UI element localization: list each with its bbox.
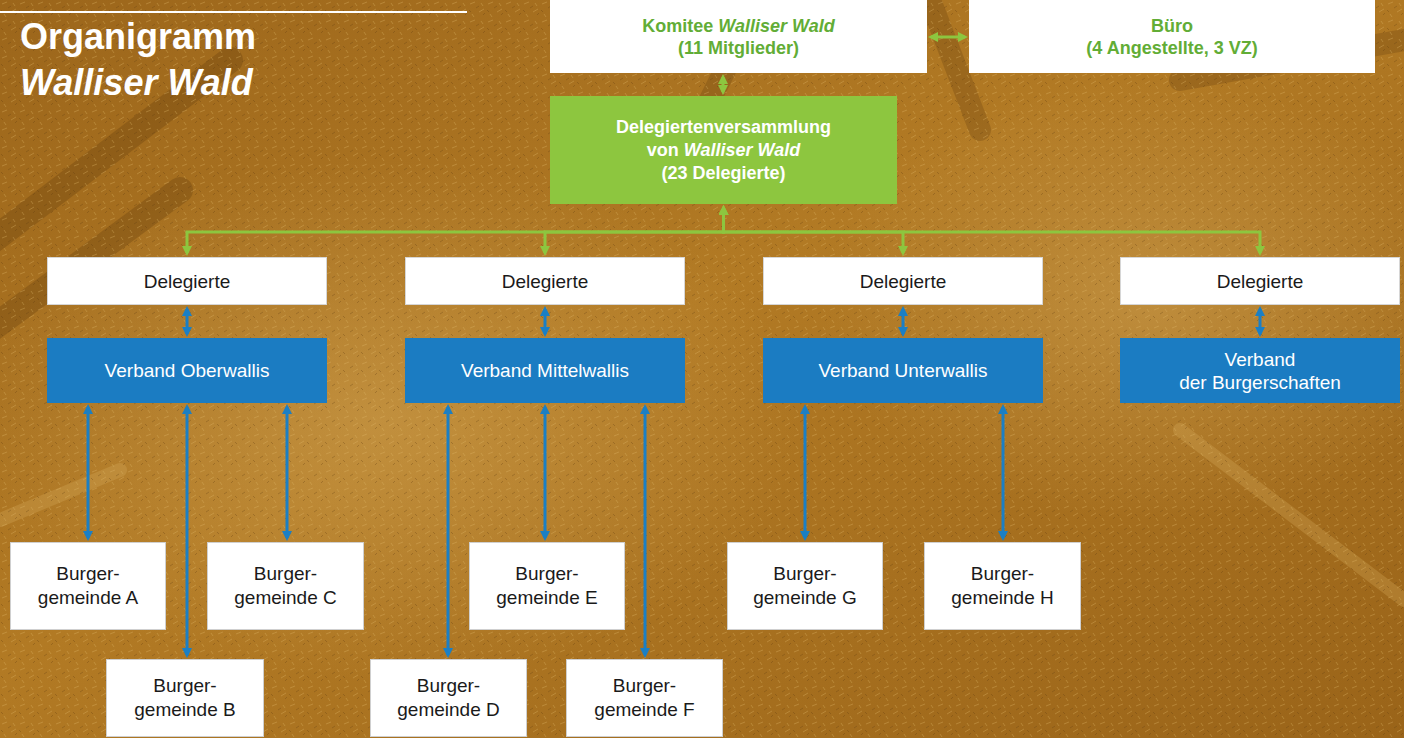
connector-arrow [447,407,450,655]
municipality-box: Burger- gemeinde C [207,542,364,630]
connector-arrow [724,208,1261,253]
connector-arrow [545,208,724,253]
box-label: Burger- gemeinde A [38,562,138,610]
box-label: Verband Mittelwallis [461,359,629,382]
municipality-box: Burger- gemeinde G [727,542,883,630]
connector-arrow [87,407,90,538]
connector-arrow [186,309,189,334]
box-label: Delegiertenversammlung von Walliser Wald… [616,116,831,185]
connector-arrow [544,309,547,334]
connector-arrow [722,77,725,92]
municipality-box: Burger- gemeinde H [924,542,1081,630]
box-label: Delegierte [502,270,589,293]
connector-arrow [286,407,289,538]
box-label: Delegierte [144,270,231,293]
connector-arrow [804,407,807,538]
box-label: Burger- gemeinde F [594,674,694,722]
box-label: Verband Oberwallis [105,359,270,382]
emphasis: Walliser [20,62,157,103]
connector-arrow [1259,309,1262,334]
box-label: Komitee Walliser Wald (11 Mitglieder) [642,15,834,59]
emphasis: Wald [758,140,801,160]
header-box: Komitee Walliser Wald (11 Mitglieder) [550,0,927,73]
box-label: Burger- gemeinde B [134,674,235,722]
title-rule [0,11,467,13]
association-box: Verband Unterwallis [763,338,1043,403]
assembly-box: Delegiertenversammlung von Walliser Wald… [550,96,897,204]
box-label: Burger- gemeinde E [496,562,597,610]
association-box: Verband Mittelwallis [405,338,685,403]
connector-arrow [1002,407,1005,538]
box-label: Verband Unterwallis [819,359,988,382]
connector-arrow [931,36,965,39]
emphasis: Walliser [684,140,753,160]
municipality-box: Burger- gemeinde D [370,659,527,737]
connector-arrow [186,407,189,655]
connector-arrow [644,407,647,655]
delegate-box: Delegierte [405,257,685,305]
municipality-box: Burger- gemeinde B [106,659,264,737]
box-label: Delegierte [860,270,947,293]
connector-arrow [902,309,905,334]
box-label: Verband der Burgerschaften [1179,348,1341,394]
delegate-box: Delegierte [763,257,1043,305]
box-label: Burger- gemeinde C [234,562,336,610]
box-label: Burger- gemeinde H [951,562,1053,610]
municipality-box: Burger- gemeinde A [10,542,166,630]
emphasis: Wald [792,16,835,36]
delegate-box: Delegierte [47,257,327,305]
connector-arrow [187,208,724,253]
header-box: Büro (4 Angestellte, 3 VZ) [969,0,1375,73]
emphasis: Wald [167,62,252,103]
association-box: Verband der Burgerschaften [1120,338,1400,403]
box-label: Delegierte [1217,270,1304,293]
box-label: Büro (4 Angestellte, 3 VZ) [1086,15,1257,59]
box-label: Burger- gemeinde G [753,562,857,610]
connector-arrow [544,407,547,538]
emphasis: Walliser [718,16,787,36]
delegate-box: Delegierte [1120,257,1400,305]
municipality-box: Burger- gemeinde F [566,659,723,737]
box-label: Burger- gemeinde D [397,674,499,722]
municipality-box: Burger- gemeinde E [469,542,625,630]
association-box: Verband Oberwallis [47,338,327,403]
diagram-title: Organigramm Walliser Wald [20,14,256,106]
